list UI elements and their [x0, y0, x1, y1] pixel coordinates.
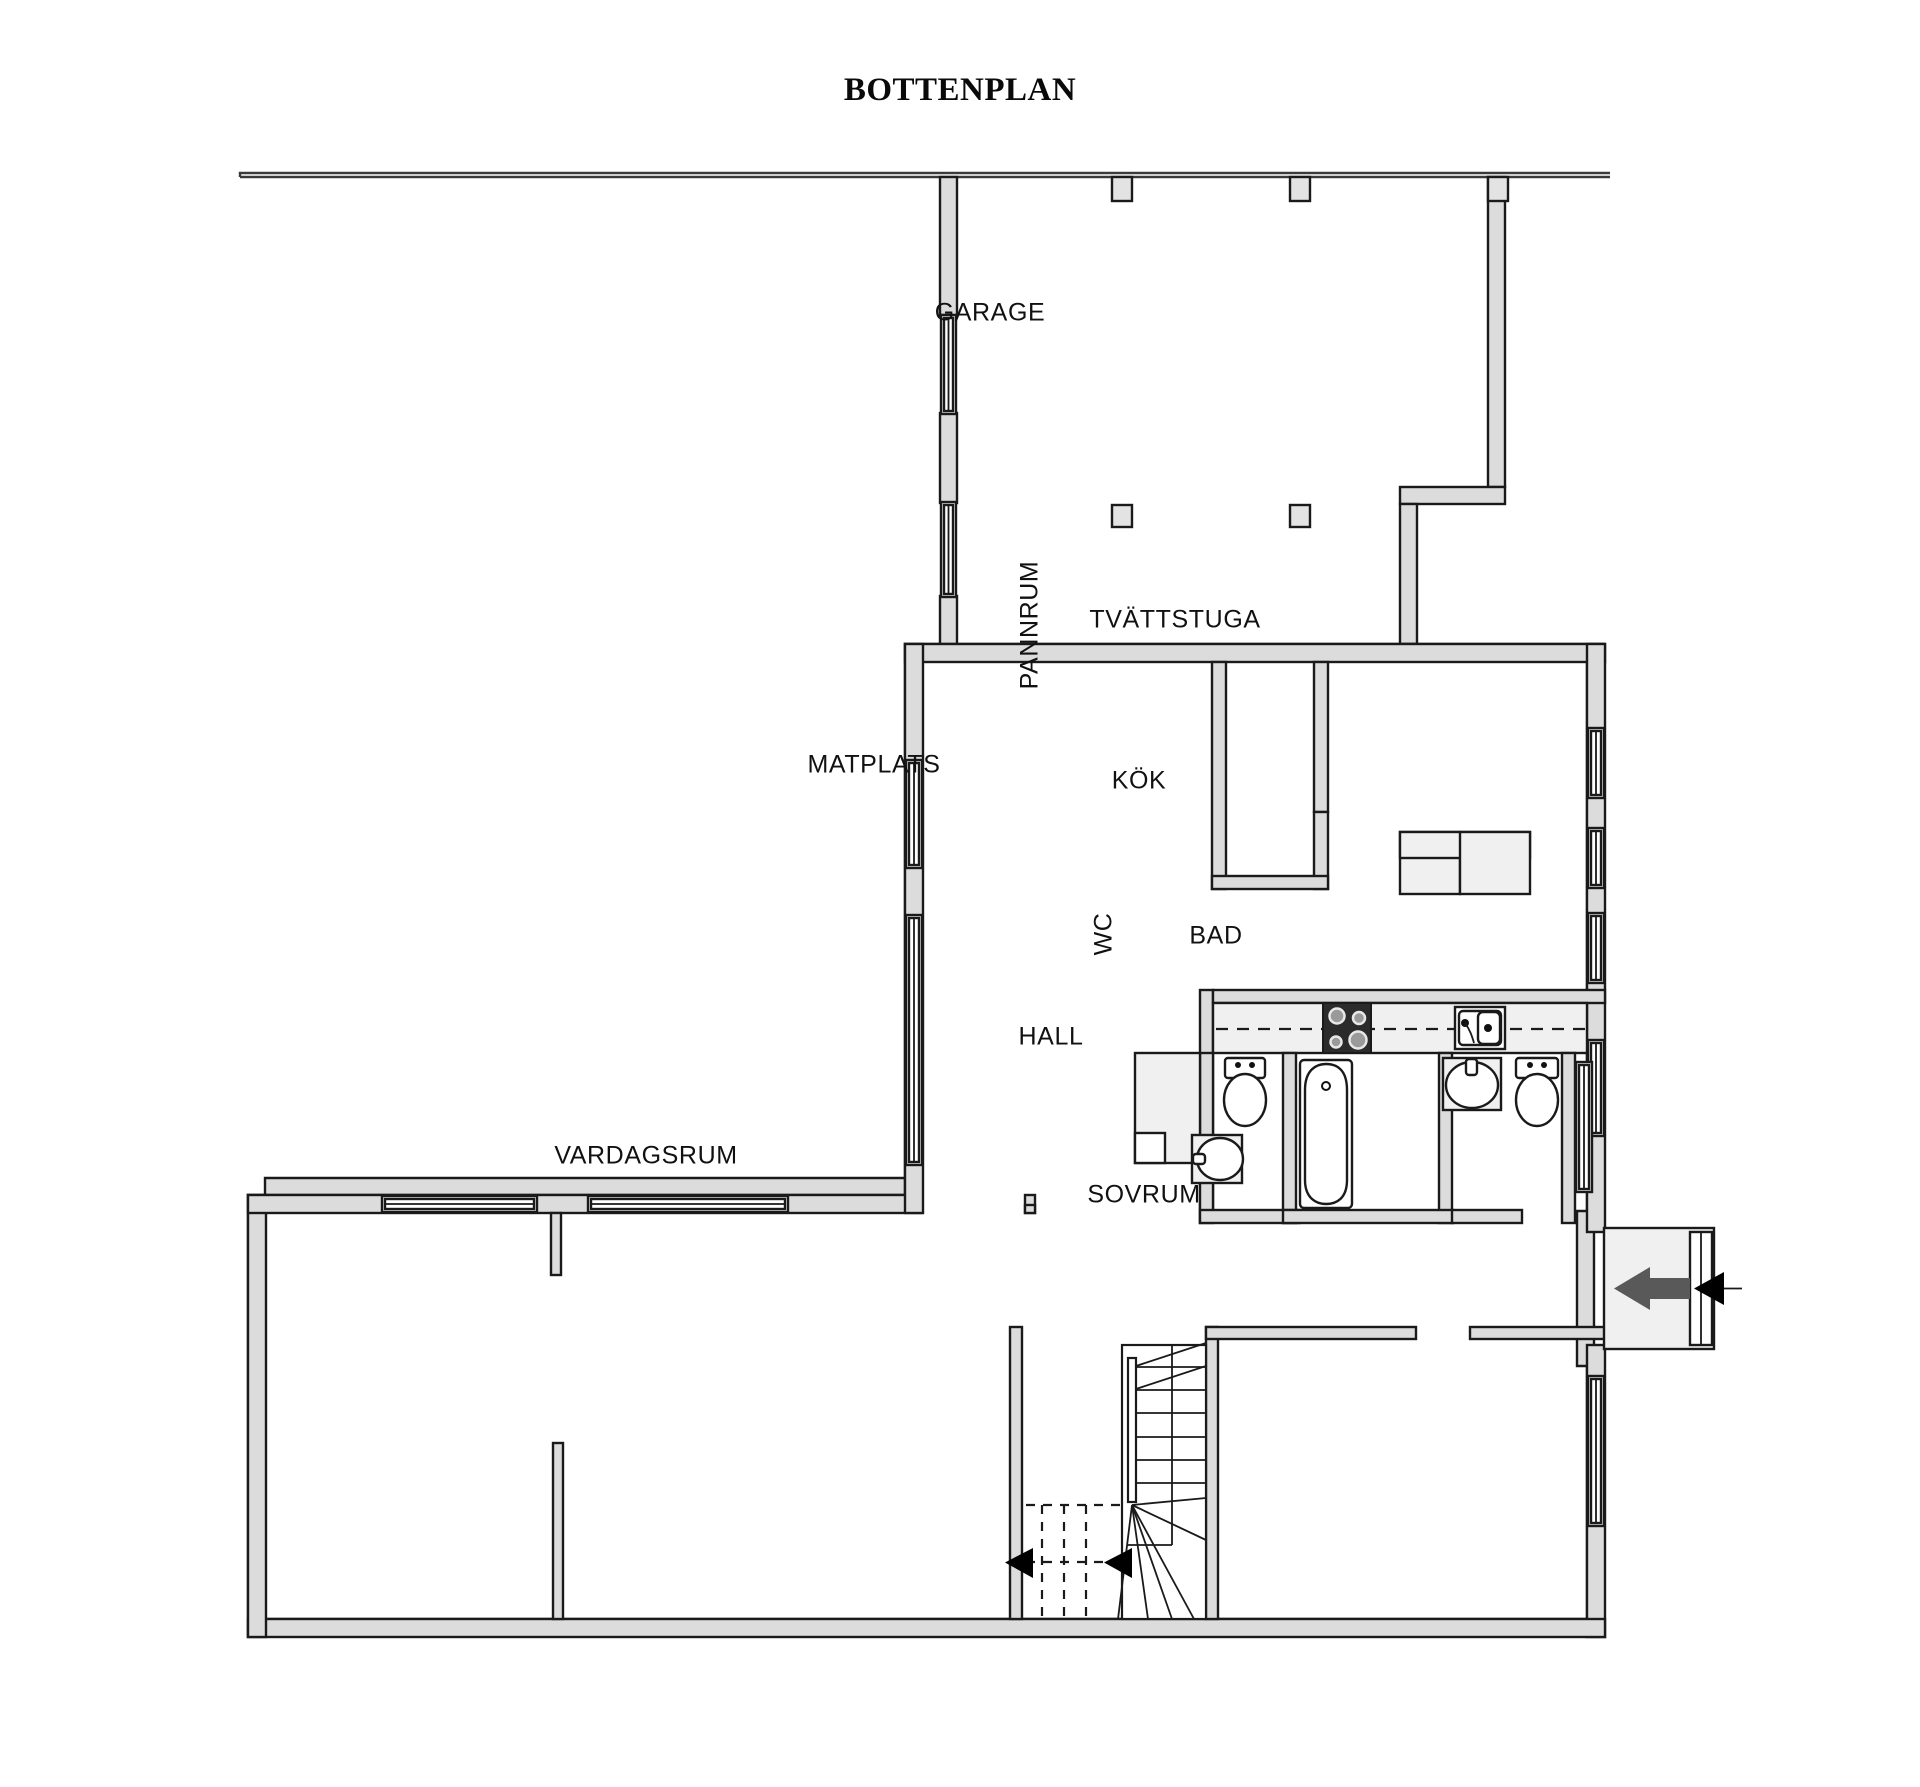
garage-column — [1288, 503, 1312, 529]
house-wall-band — [246, 642, 1607, 1639]
vardagsrum-windows — [380, 1194, 790, 1214]
stove — [1322, 1002, 1372, 1054]
garage-divider-wall — [938, 175, 959, 656]
stair-direction-arrow — [1005, 1548, 1033, 1578]
garage-right-wall — [1398, 175, 1507, 646]
wc-bad-walls — [1198, 1051, 1577, 1225]
toilet-wc — [1222, 1056, 1268, 1128]
hall-sovrum-walls — [1204, 1325, 1607, 1621]
garage-window-upper — [939, 313, 958, 416]
garage-room — [238, 171, 1610, 179]
staircase — [1005, 1342, 1208, 1621]
washbasin-bad — [1441, 1056, 1503, 1112]
kitchen-sink — [1453, 1005, 1507, 1051]
garage-columns — [1110, 175, 1510, 529]
garage-column — [1486, 175, 1510, 203]
pannrum-room — [1210, 660, 1330, 891]
right-exterior-windows — [1586, 726, 1606, 1528]
matplats-windows — [904, 758, 924, 1167]
door-openings — [1023, 1193, 1037, 1215]
garage-window-lower — [939, 500, 958, 599]
toilet-bad — [1514, 1056, 1560, 1128]
wc-alcove — [1133, 1051, 1202, 1165]
bad-door — [1574, 1060, 1594, 1194]
front-door[interactable] — [1602, 1226, 1742, 1351]
garage-column — [1110, 175, 1134, 203]
tvattstuga-counter — [1398, 830, 1532, 896]
garage-column — [1288, 175, 1312, 203]
stair-direction-arrow — [1104, 1548, 1132, 1578]
bathtub — [1298, 1058, 1354, 1210]
garage-column — [1110, 503, 1134, 529]
washbasin-wc — [1190, 1133, 1245, 1185]
house-outer-walls — [246, 642, 1606, 1638]
kitchen-counter — [1211, 1001, 1589, 1055]
vardagsrum-partition-stubs — [549, 1211, 1024, 1621]
